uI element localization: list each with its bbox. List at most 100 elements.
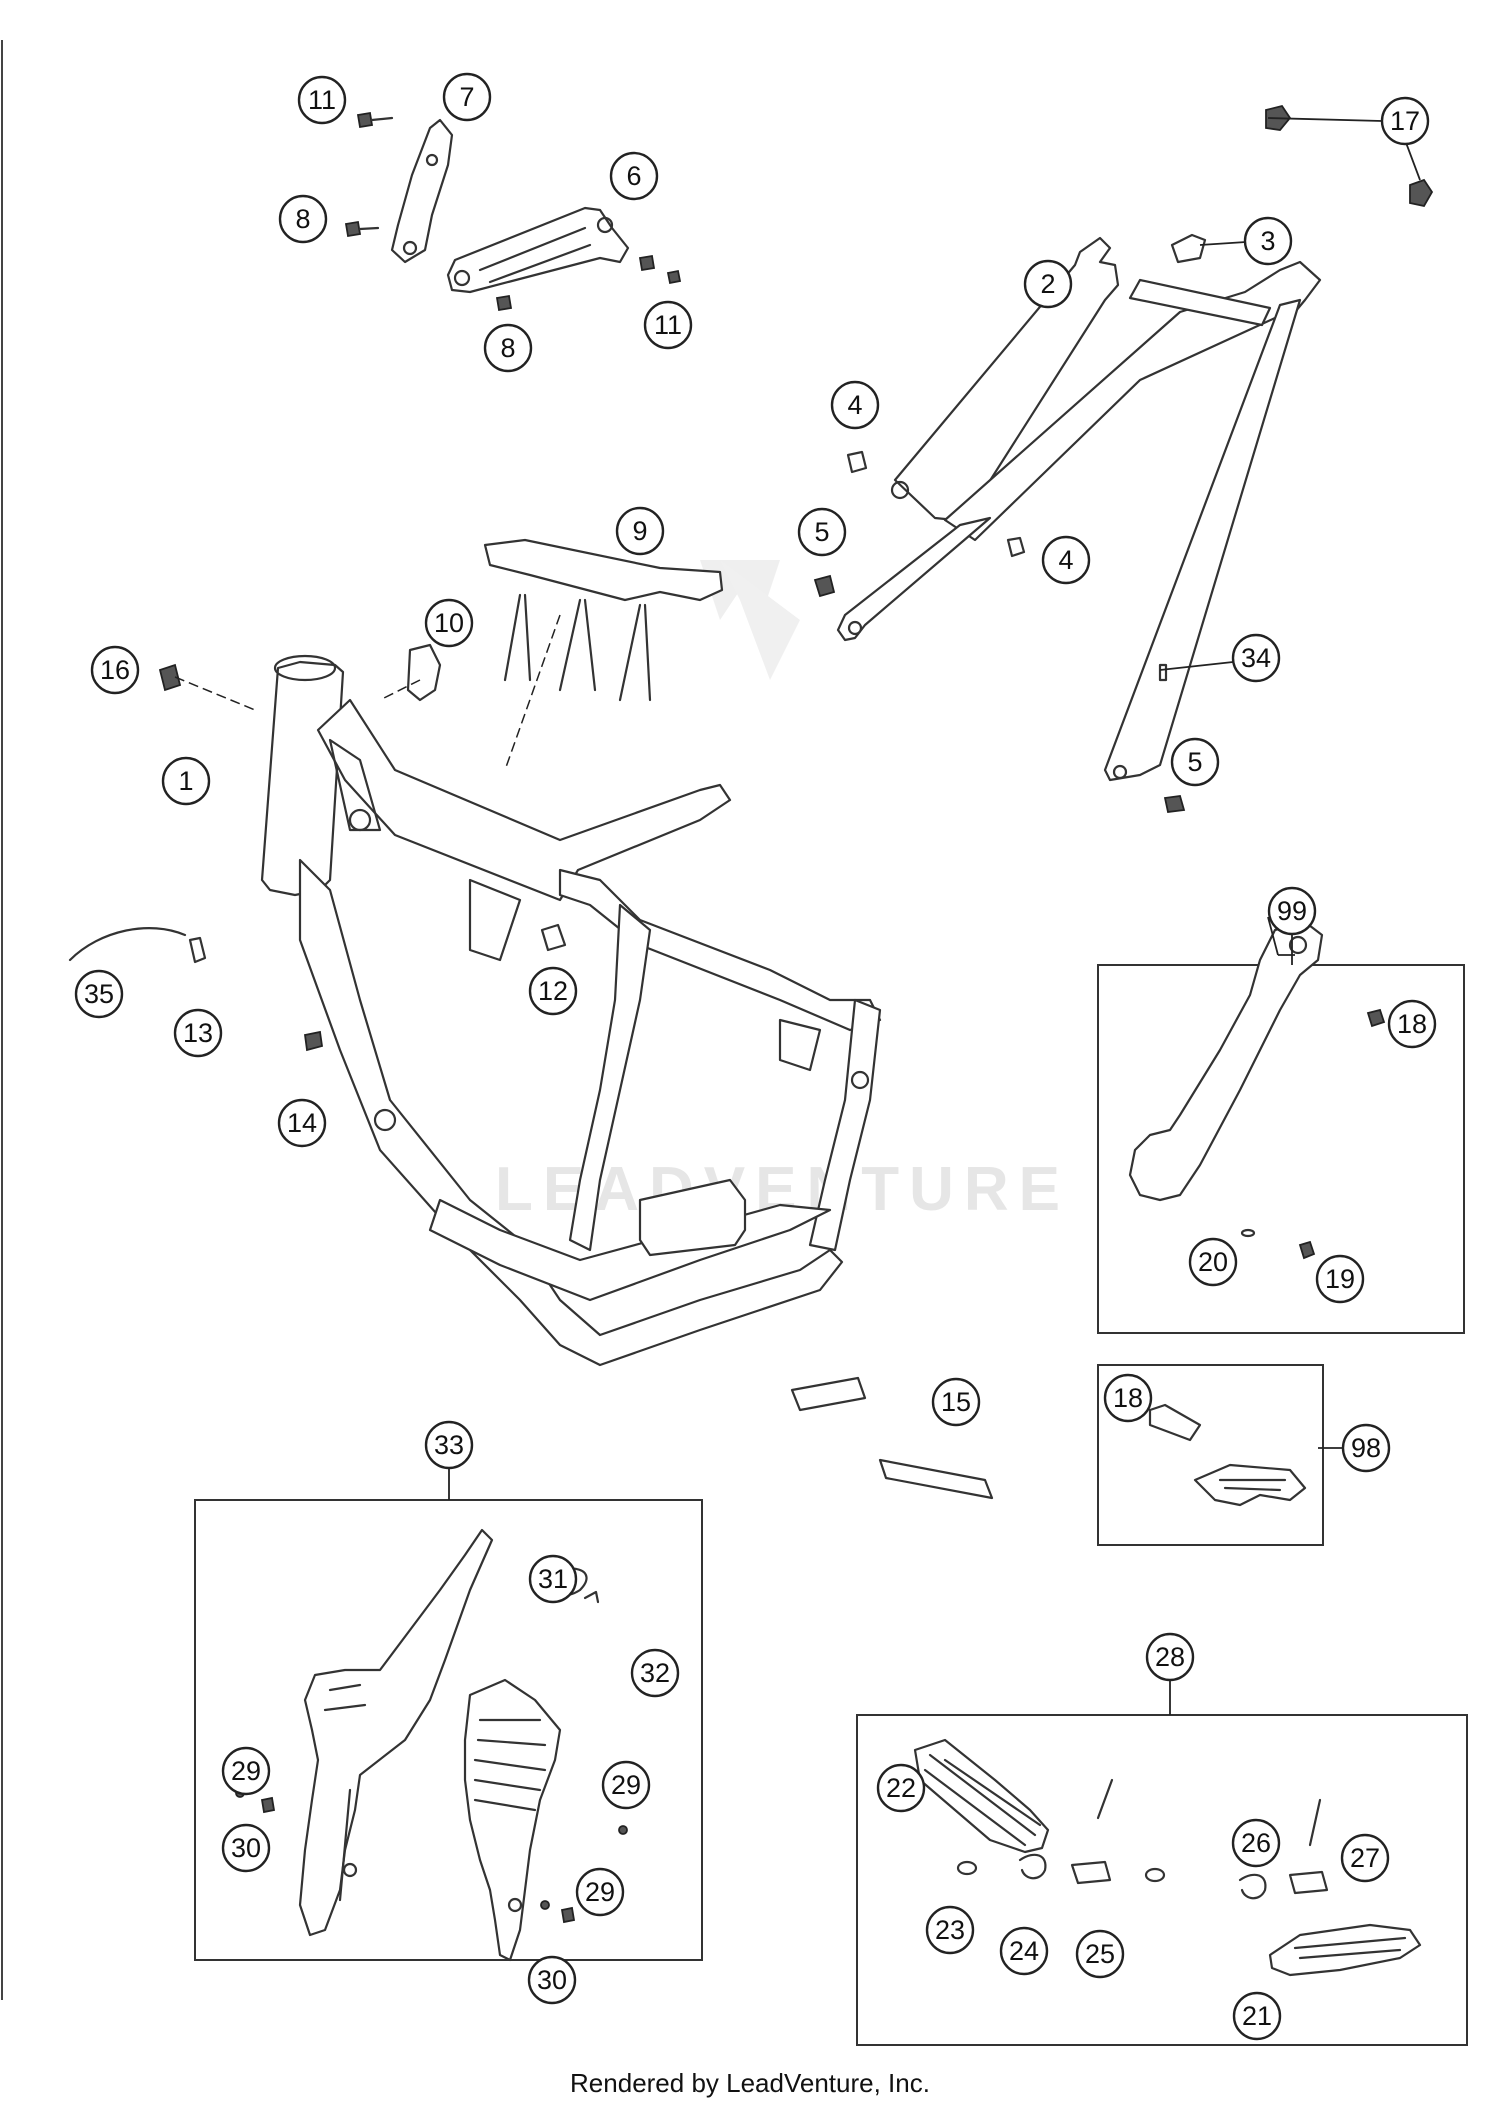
- svg-text:29: 29: [231, 1756, 261, 1786]
- callout-98: 98: [1341, 1423, 1391, 1473]
- callout-11-top: 11: [297, 75, 347, 125]
- bolt-18-sidestand-part: [1366, 1008, 1386, 1028]
- callout-1: 1: [161, 756, 211, 806]
- svg-text:14: 14: [287, 1108, 317, 1138]
- callout-23: 23: [925, 1905, 975, 1955]
- svg-text:1: 1: [178, 766, 193, 796]
- callout-9: 9: [615, 506, 665, 556]
- spring-26-part: [1238, 1873, 1267, 1900]
- subframe-pivot-hole: [890, 480, 910, 500]
- hose-35-part: [68, 927, 187, 962]
- washer-20-part: [1240, 1228, 1256, 1238]
- pin-25-part: [1070, 1860, 1112, 1885]
- leader-lines: [174, 117, 1421, 1715]
- bracket-box-98: [1097, 1364, 1324, 1546]
- callout-26: 26: [1231, 1818, 1281, 1868]
- callout-18-bracket: 18: [1103, 1373, 1153, 1423]
- callout-11-right: 11: [643, 300, 693, 350]
- callout-17: 17: [1380, 96, 1430, 146]
- frame-guard-group: [235, 1528, 628, 1962]
- callout-6: 6: [609, 151, 659, 201]
- callout-5-lower: 5: [1170, 737, 1220, 787]
- footer-credit: Rendered by LeadVenture, Inc.: [570, 2068, 930, 2098]
- bracket-98-group: [1148, 1403, 1307, 1507]
- svg-text:12: 12: [538, 976, 568, 1006]
- clip-10-part: [406, 643, 442, 702]
- callout-32: 32: [630, 1648, 680, 1698]
- callout-14: 14: [277, 1098, 327, 1148]
- sidestand-pivot-hole: [1288, 935, 1308, 955]
- bracket-6-ribs: [478, 226, 592, 284]
- svg-text:9: 9: [632, 516, 647, 546]
- callout-8-bottom: 8: [483, 323, 533, 373]
- svg-text:99: 99: [1277, 896, 1307, 926]
- svg-text:10: 10: [434, 608, 464, 638]
- clip-32-part: [583, 1590, 600, 1604]
- nut-11-part: [638, 254, 656, 272]
- frame-guard-right-hole: [507, 1897, 523, 1913]
- bolt-8-left-part: [344, 220, 362, 238]
- frame-guard-right-mesh: [473, 1718, 547, 1812]
- svg-text:35: 35: [84, 979, 114, 1009]
- pin-18-part: [1148, 1403, 1202, 1442]
- bumper-17-bottom-part: [1409, 178, 1434, 208]
- callout-30-right: 30: [527, 1955, 577, 2005]
- main-frame-right-rail: [558, 868, 882, 1032]
- footrest-group: [913, 1738, 1422, 1977]
- main-frame-group: [260, 654, 882, 1367]
- callout-21: 21: [1232, 1991, 1282, 2041]
- callout-99: 99: [1267, 886, 1317, 936]
- footrest-22-teeth: [923, 1753, 1042, 1847]
- bracket-98-teeth: [1218, 1478, 1287, 1492]
- footrest-box-28: [856, 1714, 1468, 2046]
- bracket-7-part: [390, 118, 454, 264]
- callout-24: 24: [999, 1926, 1049, 1976]
- nut-11-b-part: [666, 269, 682, 285]
- callout-29-right: 29: [601, 1760, 651, 1810]
- callout-30-left: 30: [221, 1823, 271, 1873]
- svg-text:8: 8: [500, 333, 515, 363]
- fitting-13-part: [188, 936, 207, 964]
- frame-mount-hole-lower: [373, 1108, 397, 1132]
- sidestand-group: [1128, 920, 1386, 1260]
- frame-gusset-right: [778, 1018, 822, 1072]
- svg-text:30: 30: [231, 1833, 261, 1863]
- svg-text:13: 13: [183, 1018, 213, 1048]
- split-pin-27-part: [1308, 1798, 1322, 1847]
- callout-4-lower: 4: [1041, 535, 1091, 585]
- bolt-8-left-shaft: [358, 226, 380, 231]
- svg-text:31: 31: [538, 1564, 568, 1594]
- steering-head-top: [273, 654, 337, 682]
- svg-text:28: 28: [1155, 1642, 1185, 1672]
- svg-text:2: 2: [1040, 269, 1055, 299]
- svg-text:17: 17: [1390, 106, 1420, 136]
- svg-text:33: 33: [434, 1430, 464, 1460]
- svg-text:32: 32: [640, 1658, 670, 1688]
- svg-text:6: 6: [626, 161, 641, 191]
- subframe-2-crossmember: [1128, 278, 1272, 327]
- washer-23-part: [956, 1860, 978, 1876]
- callout-31: 31: [528, 1554, 578, 1604]
- tank-mount-9-plate: [483, 538, 724, 602]
- pin-27-shaft-part: [1288, 1870, 1329, 1895]
- callout-4-upper: 4: [830, 380, 880, 430]
- tank-mount-9-group: [483, 538, 724, 702]
- bracket-7-hole: [402, 240, 418, 256]
- callout-5-upper: 5: [797, 507, 847, 557]
- svg-text:4: 4: [847, 390, 862, 420]
- frame-guard-box-33: [194, 1499, 703, 1961]
- callout-7: 7: [442, 72, 492, 122]
- bracket-98-part: [1193, 1463, 1307, 1507]
- nut-19-part: [1298, 1240, 1316, 1260]
- footrest-21-part: [1268, 1923, 1422, 1977]
- bolt-8-bottom-part: [495, 294, 513, 312]
- tank-mount-9-straps: [503, 593, 652, 702]
- svg-text:11: 11: [308, 85, 336, 115]
- svg-text:25: 25: [1085, 1939, 1115, 1969]
- frame-guard-left-hole: [342, 1862, 358, 1878]
- swingarm-pivot-tube: [638, 1178, 747, 1257]
- svg-text:24: 24: [1009, 1936, 1039, 1966]
- frame-mount-hole-upper: [348, 808, 372, 832]
- spring-24-part: [1018, 1853, 1047, 1880]
